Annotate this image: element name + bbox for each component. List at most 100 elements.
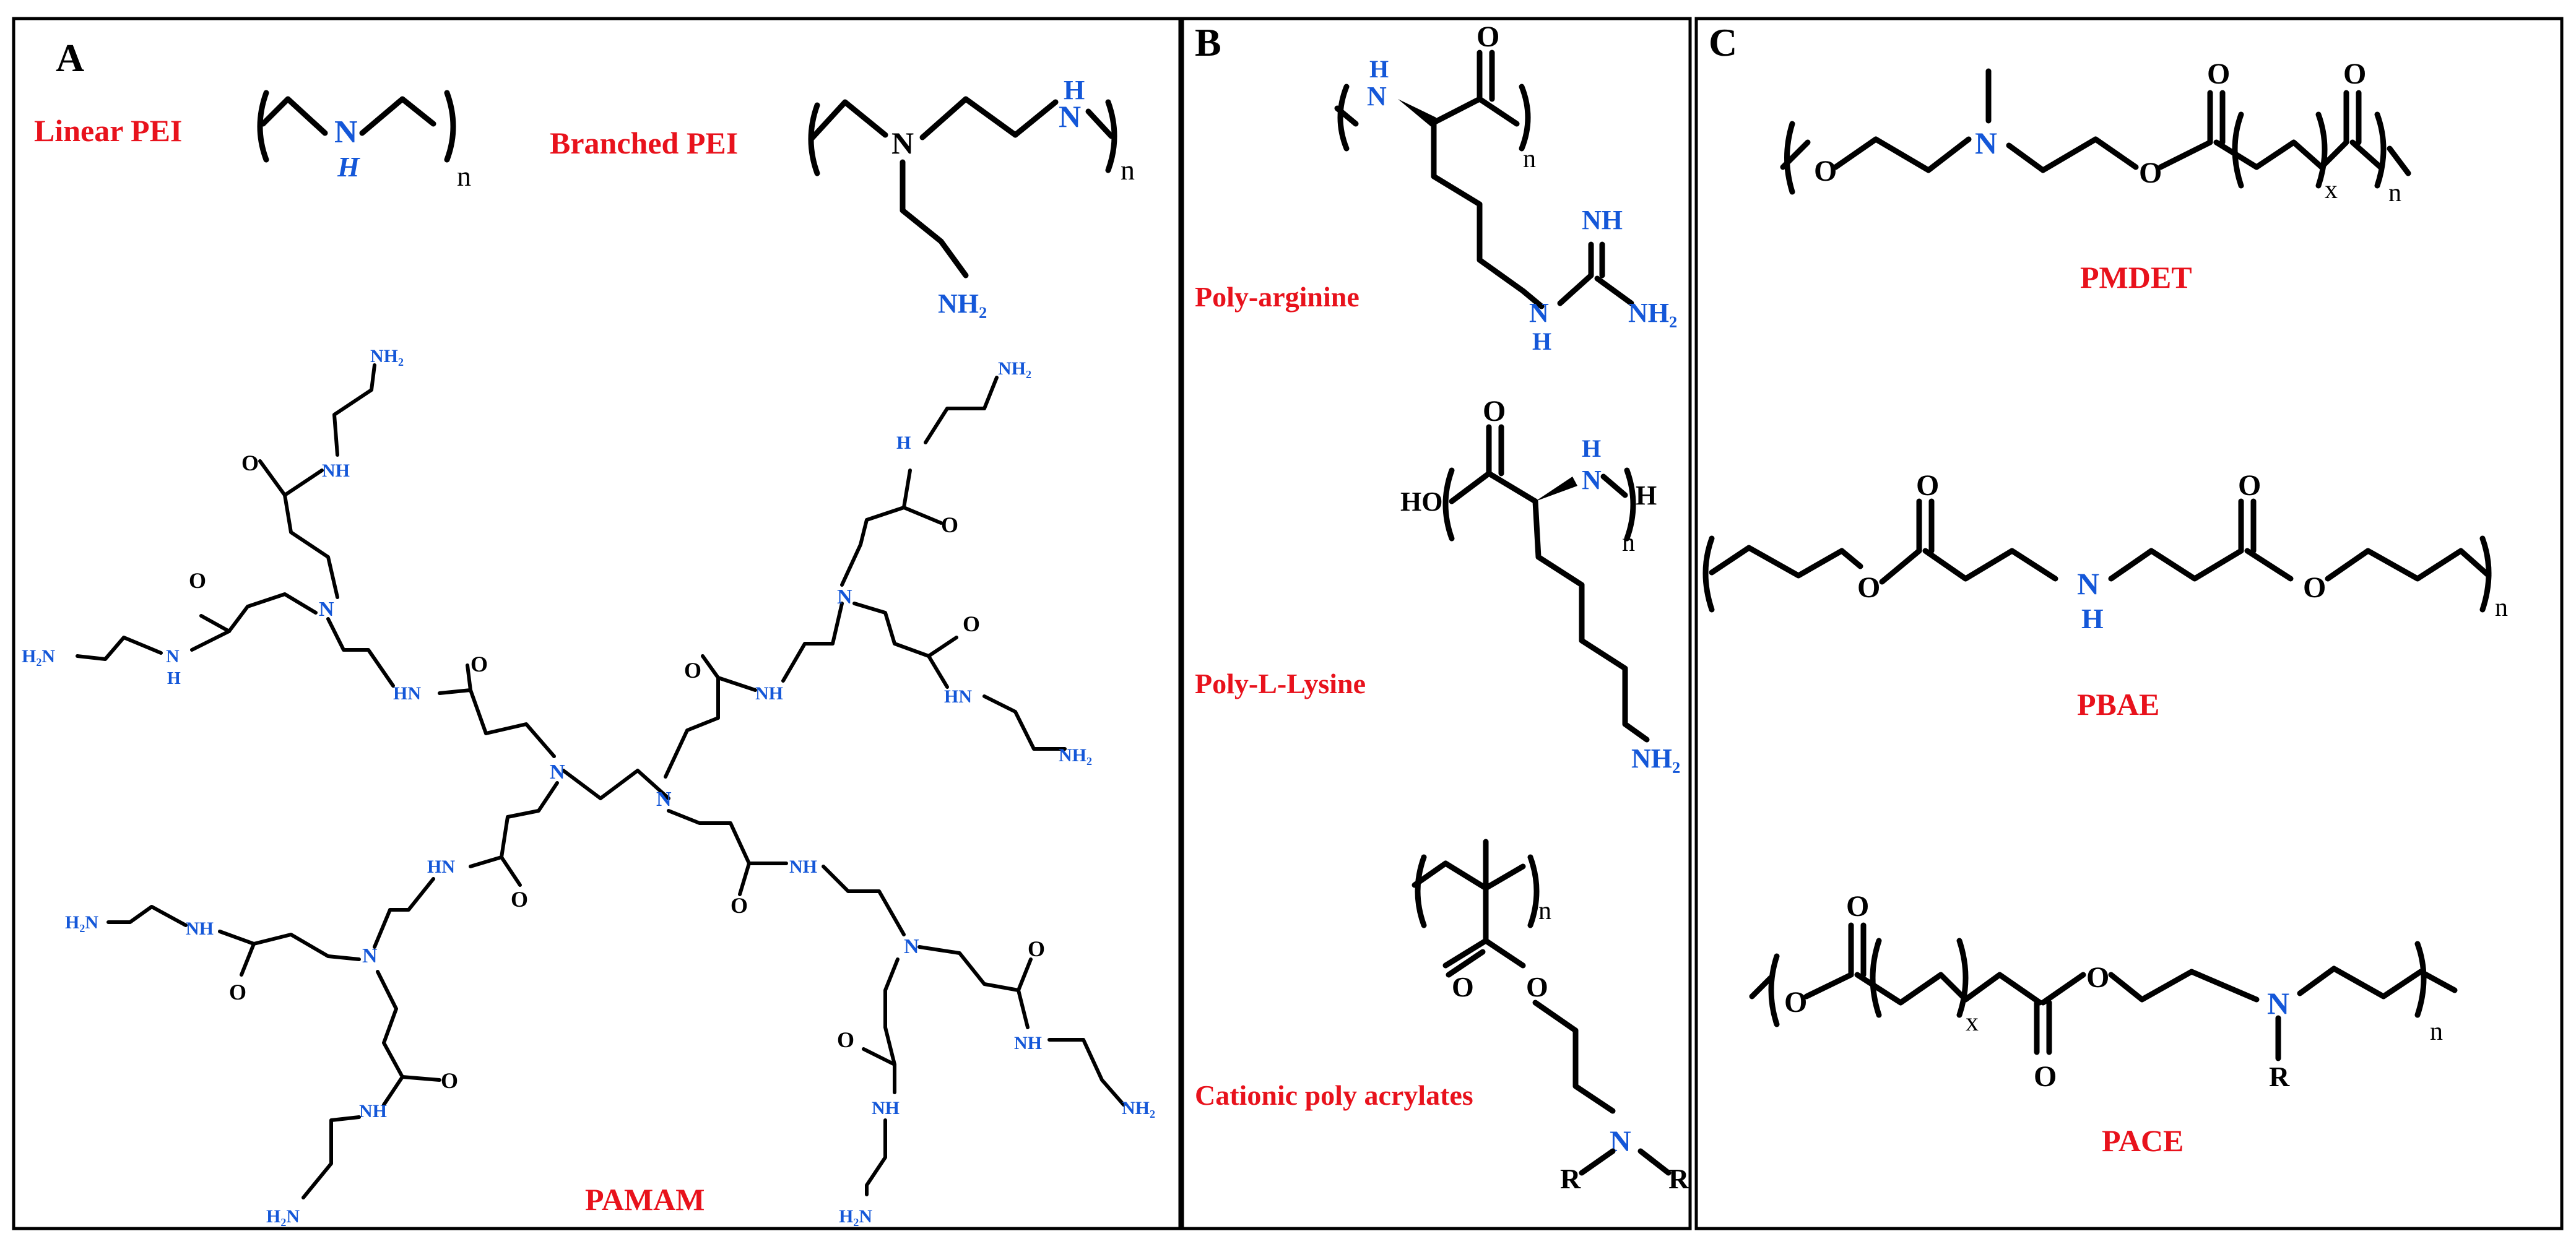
pace-ether-o: O bbox=[1784, 986, 1807, 1019]
poly-lysine-ho: HO bbox=[1400, 486, 1442, 517]
panel-b-letter: B bbox=[1195, 20, 1221, 64]
pamam-nh-2: NH bbox=[322, 460, 350, 481]
poly-arginine-label: Poly-arginine bbox=[1195, 281, 1360, 313]
pamam-o-2: O bbox=[241, 451, 259, 475]
pmdet-label: PMDET bbox=[2080, 260, 2192, 295]
pace-nitrogen: N bbox=[2267, 986, 2289, 1021]
pamam-nh-3-h: H bbox=[167, 669, 181, 688]
pamam-h2n-lower-left: H₂N bbox=[65, 912, 98, 933]
pamam-o-6: O bbox=[963, 611, 980, 636]
pbae-carbonyl-o-left: O bbox=[1916, 469, 1939, 502]
pamam-o-7: O bbox=[511, 887, 528, 912]
pamam-o-9: O bbox=[441, 1068, 458, 1093]
poly-lysine-label: Poly-L-Lysine bbox=[1195, 668, 1366, 699]
pmdet-n-subscript: n bbox=[2388, 179, 2401, 207]
pamam-core-n-right: N bbox=[656, 788, 672, 811]
poly-lysine-nh2: NH₂ bbox=[1631, 743, 1680, 774]
pace-n-subscript: n bbox=[2430, 1017, 2443, 1046]
branched-pei-nh-top-h: H bbox=[1064, 75, 1085, 105]
pamam-h2n-bottom-right: H₂N bbox=[839, 1206, 872, 1227]
pace-structure: O O x O O N R n PACE bbox=[1749, 890, 2458, 1158]
pamam-o-5: O bbox=[941, 512, 958, 537]
pamam-o-8: O bbox=[229, 980, 246, 1004]
pamam-nh-3: N bbox=[166, 646, 180, 667]
pbae-structure: O O N H O O n PBAE bbox=[1702, 469, 2508, 722]
pamam-n-ul: N bbox=[319, 598, 334, 621]
pamam-nh-11: NH bbox=[872, 1098, 900, 1118]
cationic-polyacrylates-n-subscript: n bbox=[1538, 897, 1551, 925]
poly-arginine-structure: Poly-arginine N H O n N H NH NH₂ bbox=[1195, 20, 1677, 355]
pamam-hn-6: HN bbox=[944, 686, 972, 707]
pmdet-carbonyl-o-1: O bbox=[2207, 58, 2230, 90]
cationic-polyacrylates-r-right: R bbox=[1668, 1163, 1689, 1194]
cationic-polyacrylates-carbonyl-o: O bbox=[1452, 971, 1474, 1003]
pamam-nh-4: NH bbox=[755, 683, 783, 704]
linear-pei-nitrogen: N bbox=[334, 114, 358, 150]
pamam-hn-1: HN bbox=[393, 683, 421, 704]
pamam-core-n-left: N bbox=[550, 761, 565, 784]
pbae-carbonyl-o-right: O bbox=[2238, 469, 2261, 502]
pamam-hn-7: HN bbox=[427, 857, 455, 877]
pamam-nh-8: NH bbox=[186, 918, 214, 939]
pace-r-group: R bbox=[2269, 1061, 2290, 1092]
pamam-n-ll: N bbox=[362, 944, 378, 967]
pace-label: PACE bbox=[2102, 1123, 2184, 1158]
poly-arginine-guanidino-n: N bbox=[1529, 298, 1549, 328]
poly-lysine-carbonyl-o: O bbox=[1483, 395, 1506, 428]
pamam-nh-10: NH bbox=[789, 857, 817, 877]
pmdet-ether-o: O bbox=[1814, 155, 1837, 188]
panel-a-letter: A bbox=[56, 36, 84, 80]
panel-c-letter: C bbox=[1709, 20, 1737, 64]
pmdet-carbonyl-o-2: O bbox=[2343, 58, 2366, 90]
cationic-polyacrylates-label: Cationic poly acrylates bbox=[1195, 1079, 1473, 1111]
cationic-polyacrylates-ester-o: O bbox=[1526, 971, 1548, 1003]
poly-lysine-nh-h: H bbox=[1582, 434, 1601, 462]
pbae-label: PBAE bbox=[2077, 687, 2159, 722]
panel-a-frame bbox=[12, 17, 1182, 1230]
pace-carbonyl-o-bottom: O bbox=[2034, 1060, 2057, 1093]
branched-pei-label: Branched PEI bbox=[550, 126, 738, 160]
pamam-o-4: O bbox=[684, 658, 701, 683]
pamam-o-12: O bbox=[1028, 936, 1045, 961]
pamam-n-lr: N bbox=[904, 935, 919, 958]
linear-pei-label: Linear PEI bbox=[34, 113, 182, 148]
poly-lysine-n-subscript: n bbox=[1622, 529, 1635, 557]
poly-arginine-nh-h: H bbox=[1369, 55, 1389, 83]
pamam-nh-9: NH bbox=[359, 1101, 387, 1121]
poly-arginine-guanidino-h: H bbox=[1532, 327, 1551, 355]
poly-arginine-imine-nh: NH bbox=[1582, 205, 1623, 235]
poly-arginine-nh2: NH₂ bbox=[1628, 298, 1677, 328]
pamam-o-1: O bbox=[471, 652, 488, 676]
pmdet-nitrogen: N bbox=[1975, 126, 1997, 160]
pamam-n-ur: N bbox=[837, 585, 852, 608]
pamam-o-3: O bbox=[189, 568, 206, 593]
pamam-structure: N N O HN N O NH NH₂ O N H H₂N O NH N O bbox=[22, 346, 1155, 1227]
branched-pei-n-subscript: n bbox=[1121, 154, 1135, 186]
pamam-nh2-right: NH₂ bbox=[1059, 745, 1092, 766]
pamam-o-11: O bbox=[837, 1027, 854, 1052]
panel-b-frame bbox=[1181, 17, 1692, 1230]
pamam-h2n-bottom-left: H₂N bbox=[266, 1206, 300, 1227]
linear-pei-n-subscript: n bbox=[457, 160, 471, 192]
cationic-polyacrylates-structure: Cationic poly acrylates n O O N R R bbox=[1195, 839, 1689, 1194]
pbae-amine-h: H bbox=[2081, 603, 2104, 634]
poly-lysine-structure: Poly-L-Lysine HO O N H H n NH₂ bbox=[1195, 395, 1680, 774]
pace-ester-o: O bbox=[2086, 961, 2109, 994]
pbae-amine-n: N bbox=[2077, 566, 2099, 601]
pbae-ester-o-right: O bbox=[2303, 571, 2326, 604]
poly-lysine-nh-n: N bbox=[1582, 465, 1602, 495]
poly-arginine-carbonyl-o: O bbox=[1477, 20, 1499, 53]
pmdet-structure: O N O O x O n PMDET bbox=[1780, 58, 2411, 295]
panel-c-frame bbox=[1694, 17, 2564, 1230]
poly-lysine-terminal-h: H bbox=[1636, 480, 1657, 511]
pbae-n-subscript: n bbox=[2495, 594, 2508, 622]
branched-pei-nh-top: N bbox=[1059, 99, 1081, 134]
pamam-nh2-top-right: NH₂ bbox=[998, 358, 1031, 379]
branched-pei-structure: Branched PEI N N H n NH₂ bbox=[550, 75, 1135, 319]
pamam-nh-5: H bbox=[896, 433, 911, 453]
pamam-h2n-left: H₂N bbox=[22, 646, 55, 667]
linear-pei-nitrogen-h: H bbox=[337, 151, 360, 183]
branched-pei-nitrogen: N bbox=[891, 126, 914, 160]
pamam-o-10: O bbox=[731, 893, 748, 918]
